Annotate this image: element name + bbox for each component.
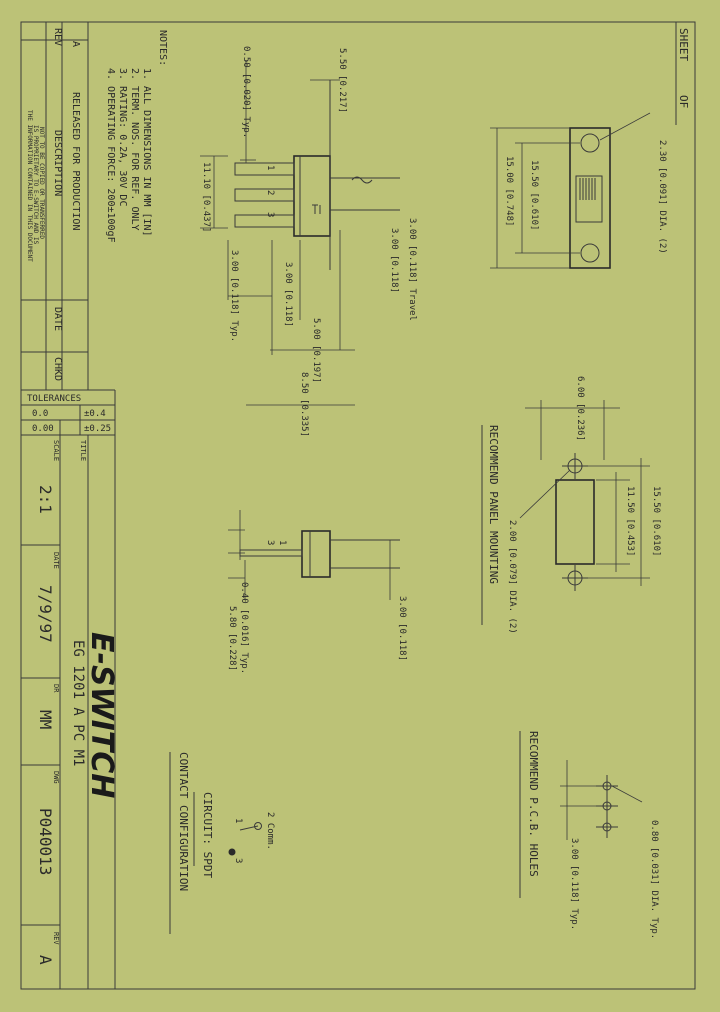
- rev-label-bottom: REV: [52, 932, 60, 945]
- scale-value: 2:1: [36, 485, 55, 514]
- front-term-3: 3: [265, 540, 275, 545]
- of-label: OF: [677, 95, 690, 108]
- circuit-term-2-comm: 2 Comm.: [265, 812, 275, 850]
- dim-3-00-typ: 3.00 [0.118] Typ.: [229, 250, 239, 342]
- description-value: RELEASED FOR PRODUCTION: [70, 92, 81, 230]
- dim-3-00-travel: 3.00 [0.118] Travel: [407, 218, 417, 321]
- rev-header: REV: [52, 28, 63, 46]
- dim-3-00-a: 3.00 [0.118]: [389, 228, 399, 293]
- contact-config-label: CONTACT CONFIGURATION: [177, 752, 190, 891]
- term-label-1: 1: [265, 165, 275, 170]
- front-term-1: 1: [277, 540, 287, 545]
- contact-configuration: [228, 822, 262, 856]
- dim-3-00-bottom: 3.00 [0.118]: [397, 596, 407, 661]
- tol-row1-label: 0.0: [32, 409, 48, 419]
- dr-value: MM: [36, 710, 55, 729]
- confidential-line-3: NOT TO BE COPIED OR TRANSFERRED: [38, 127, 45, 239]
- panel-mounting-view: [519, 400, 650, 591]
- title-block: [21, 22, 116, 989]
- dim-5-00: 5.00 [0.197]: [311, 318, 321, 383]
- note-3: 3. RATING: 0.2A, 30V DC: [117, 68, 128, 206]
- dim-5-50: 5.50 [0.217]: [337, 48, 347, 113]
- dim-15-00: 15.00 [0.748]: [504, 156, 514, 226]
- title-value: EG 1201 A PC M1: [70, 640, 86, 766]
- dim-3-00-pcb: 3.00 [0.118] Typ.: [569, 838, 579, 930]
- front-view: [228, 510, 400, 600]
- circuit-label: CIRCUIT: SPDT: [201, 792, 214, 878]
- confidential-line-1: THE INFORMATION CONTAINED IN THIS DOCUME…: [26, 110, 33, 262]
- dr-label: DR: [52, 684, 60, 693]
- notes-header: NOTES:: [157, 30, 168, 66]
- title-label: TITLE: [79, 440, 87, 461]
- term-label-3: 3: [265, 212, 275, 217]
- dim-5-80: 5.80 [0.228]: [227, 606, 237, 671]
- dim-6-00: 6.00 [0.236]: [575, 376, 585, 441]
- rev-value: A: [70, 41, 81, 47]
- note-2: 2. TERM. NOS. FOR REF. ONLY: [129, 68, 140, 231]
- dim-0-50: 0.50 [0.020] Typ.: [241, 46, 251, 138]
- dim-8-50: 8.50 [0.335]: [299, 372, 309, 437]
- dim-11-50: 11.50 [0.453]: [625, 486, 635, 556]
- e-switch-logo: E-SWITCH: [84, 632, 119, 798]
- confidential-line-2: IS PROPRIETARY TO E-SWITCH AND IS: [32, 125, 39, 245]
- tol-row1-value: ±0.4: [84, 409, 106, 419]
- dim-0-80: 0.80 [0.031] DIA. Typ.: [649, 820, 659, 939]
- date-header: DATE: [52, 307, 63, 331]
- dim-0-40: 0.40 [0.016] Typ.: [239, 582, 249, 674]
- term-label-2: 2: [265, 190, 275, 195]
- rev-value-bottom: A: [36, 955, 55, 965]
- top-view: [490, 112, 651, 269]
- note-4: 4. OPERATING FORCE: 200±100gF: [105, 68, 116, 243]
- panel-mounting-label: RECOMMEND PANEL MOUNTING: [487, 425, 500, 584]
- date-label: DATE: [52, 552, 60, 569]
- scale-label: SCALE: [52, 440, 60, 461]
- sheet-label: SHEET: [677, 28, 690, 61]
- date-value: 7/9/97: [36, 585, 55, 643]
- circuit-term-3: 3: [233, 858, 243, 863]
- side-view: [234, 80, 400, 270]
- drawing-border: [20, 21, 696, 990]
- dim-15-50-panel: 15.50 [0.610]: [651, 486, 661, 556]
- description-header: DESCRIPTION: [52, 130, 63, 196]
- dwg-label: DWG: [52, 771, 60, 784]
- dim-11-10: 11.10 [0.437]: [201, 162, 211, 232]
- chkd-header: CHKD: [52, 357, 63, 381]
- circuit-term-1: 1: [233, 818, 243, 823]
- dim-3-00-b: 3.00 [0.118]: [283, 262, 293, 327]
- dim-2-30: 2.30 [0.091] DIA. (2): [657, 140, 667, 254]
- pcb-holes-label: RECOMMEND P.C.B. HOLES: [527, 731, 540, 877]
- note-1: 1. ALL DIMENSIONS IN MM [IN]: [141, 68, 152, 237]
- tolerances-label: TOLERANCES: [27, 394, 81, 404]
- dwg-value: P040013: [36, 808, 55, 875]
- tol-row2-value: ±0.25: [84, 424, 111, 434]
- pcb-holes-view: [560, 760, 643, 840]
- dim-2-00: 2.00 [0.079] DIA. (2): [507, 520, 517, 634]
- tol-row2-label: 0.00: [32, 424, 54, 434]
- dim-15-50-top: 15.50 [0.610]: [529, 160, 539, 230]
